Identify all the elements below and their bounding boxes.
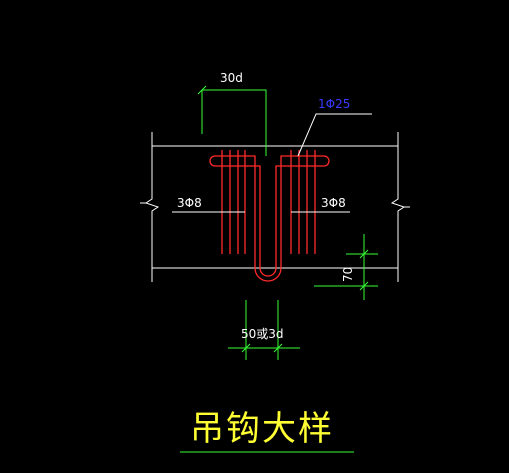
hook-bar-label: 1Φ25 — [318, 97, 350, 111]
anchorage-dim-line — [201, 89, 267, 156]
drawing-title: 吊钩大样 — [190, 409, 334, 449]
spacing-tick-left — [241, 343, 251, 353]
hanger-hook-inner — [215, 165, 324, 277]
dimension-lines — [180, 85, 378, 453]
bottom-spacing-label: 50或3d — [241, 327, 284, 341]
right-stirrup-label: 3Φ8 — [321, 196, 346, 210]
cover-dim-tick-top — [359, 249, 369, 259]
spacing-tick-right — [273, 343, 283, 353]
left-hook-bend — [209, 155, 216, 167]
rebar-group — [209, 150, 330, 282]
cover-dim-tick-bottom — [359, 281, 369, 291]
cover-dimension-label: 70 — [341, 267, 355, 282]
left-break-line — [144, 132, 160, 282]
anchorage-dim-tick — [197, 85, 207, 95]
right-break-line — [390, 132, 406, 282]
hook-bar-leader — [297, 113, 372, 157]
beam-outline — [140, 132, 410, 282]
right-hook-bend — [323, 155, 330, 167]
leader-lines — [172, 113, 372, 213]
anchorage-length-label: 30d — [220, 71, 243, 85]
left-stirrup-label: 3Φ8 — [177, 196, 202, 210]
hanger-hook-bar — [215, 155, 324, 282]
